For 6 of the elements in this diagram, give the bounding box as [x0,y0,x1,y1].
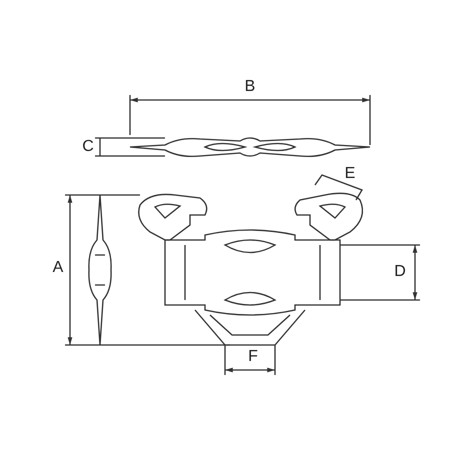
dimension-label: C [82,139,94,155]
dimension-label: D [394,264,406,280]
dimension-label: A [52,260,64,276]
dimension-label: E [344,166,356,182]
dimension-label: B [244,79,256,95]
dimension-label: F [248,349,258,365]
